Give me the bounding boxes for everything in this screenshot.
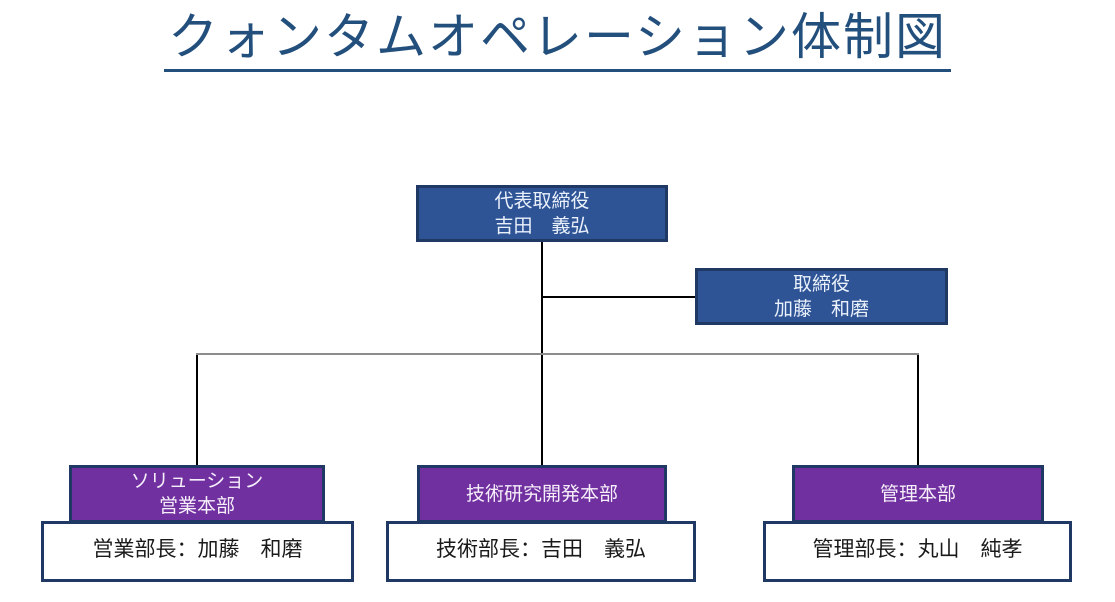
director-name-label: 加藤 和磨 (773, 298, 869, 320)
org-node-division-tech: 技術研究開発本部 (417, 465, 667, 523)
ceo-role-label: 代表取締役 (494, 190, 590, 212)
manager-tech-label: 技術部長：吉田 義弘 (436, 538, 646, 561)
org-node-ceo: 代表取締役 吉田 義弘 (416, 185, 668, 242)
manager-sales-label: 営業部長：加藤 和磨 (92, 538, 303, 561)
connector-drop-sales (196, 355, 198, 465)
ceo-name-label: 吉田 義弘 (494, 215, 590, 237)
division-admin-label: 管理本部 (879, 483, 956, 505)
org-node-division-sales: ソリューション 営業本部 (69, 465, 325, 523)
connector-ceo-down (541, 242, 543, 354)
connector-rail (196, 353, 919, 355)
org-node-manager-tech: 技術部長：吉田 義弘 (386, 521, 696, 582)
division-tech-label: 技術研究開発本部 (465, 483, 618, 505)
org-node-manager-sales: 営業部長：加藤 和磨 (41, 521, 354, 582)
manager-admin-label: 管理部長：丸山 純孝 (812, 538, 1023, 561)
org-node-division-admin: 管理本部 (792, 465, 1044, 523)
connector-drop-admin (917, 355, 919, 465)
page-title: クォンタムオペレーション体制図 (164, 8, 951, 72)
connector-drop-tech (541, 355, 543, 465)
connector-director-branch (542, 296, 695, 298)
org-node-manager-admin: 管理部長：丸山 純孝 (763, 521, 1072, 582)
org-node-director: 取締役 加藤 和磨 (695, 268, 948, 325)
director-role-label: 取締役 (792, 273, 850, 295)
page-title-wrap: クォンタムオペレーション体制図 (0, 8, 1115, 72)
division-sales-label: ソリューション 営業本部 (130, 471, 264, 517)
